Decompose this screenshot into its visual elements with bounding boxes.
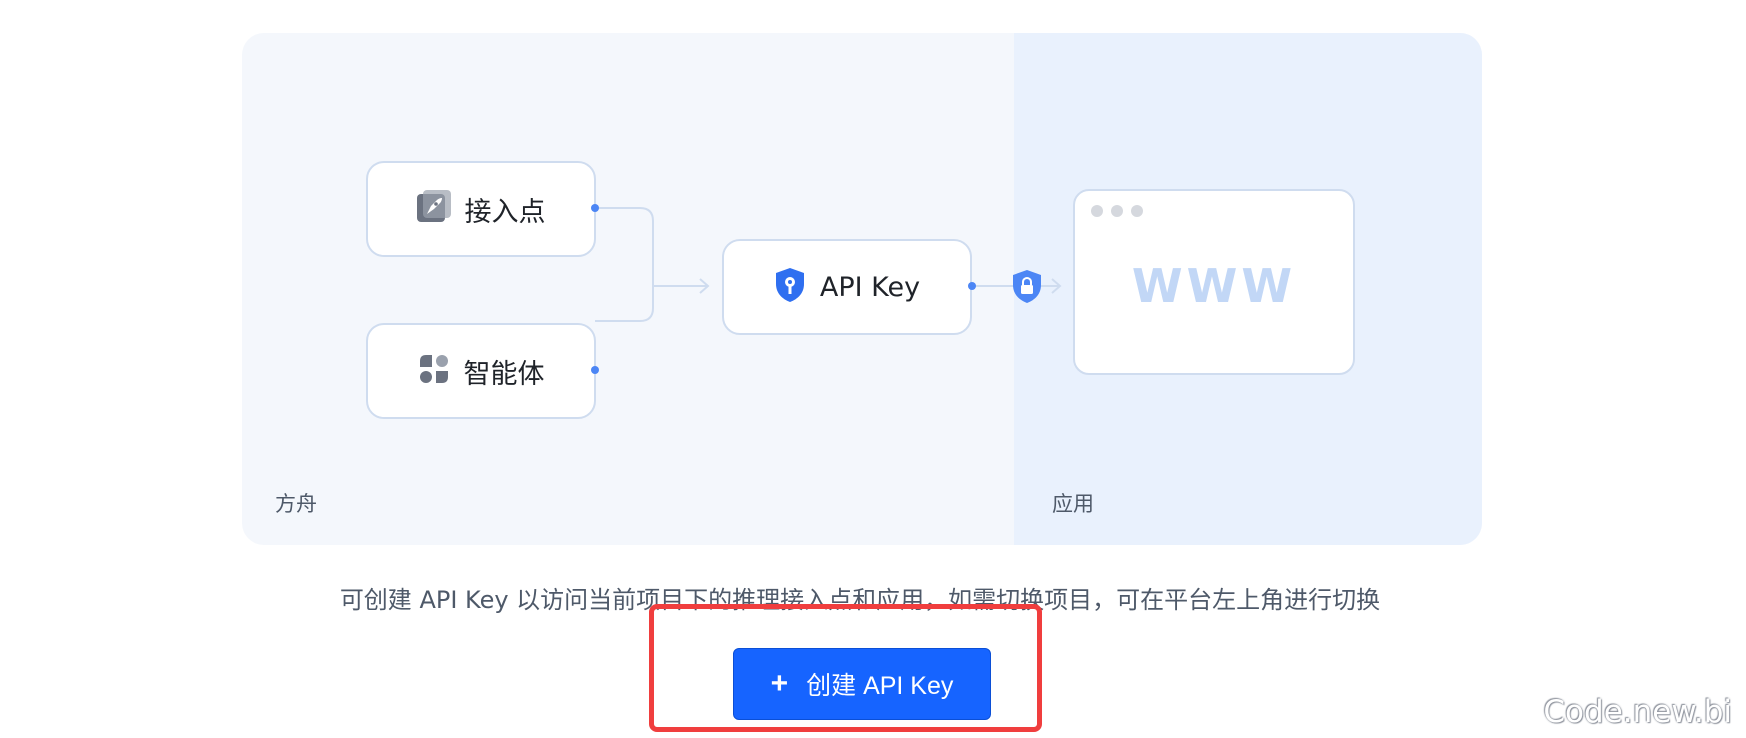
agent-node: 智能体	[366, 323, 596, 419]
api-key-diagram-panel: 接入点 智能体 API Key	[242, 33, 1482, 545]
agent-label: 智能体	[463, 358, 545, 390]
window-dot	[1131, 205, 1143, 217]
description-text: 可创建 API Key 以访问当前项目下的推理接入点和应用，如需切换项目，可在平…	[339, 586, 1381, 614]
browser-window-icon: WWW	[1073, 189, 1355, 375]
plus-icon: +	[770, 667, 789, 700]
api-key-label: API Key	[819, 271, 921, 303]
api-key-connector-dot	[968, 282, 976, 290]
www-text: WWW	[1131, 259, 1297, 313]
highlight-box	[649, 604, 1042, 732]
agent-connector-dot	[591, 366, 599, 374]
left-region-label: 方舟	[275, 492, 317, 516]
create-api-key-label: 创建 API Key	[806, 672, 954, 700]
four-squares-icon	[418, 353, 450, 389]
rocket-icon	[416, 190, 451, 228]
api-key-node: API Key	[722, 239, 972, 335]
endpoint-label: 接入点	[464, 196, 546, 228]
merge-connector-line	[595, 207, 654, 322]
window-controls	[1091, 205, 1143, 217]
endpoint-connector-dot	[591, 204, 599, 212]
endpoint-node: 接入点	[366, 161, 596, 257]
create-api-key-button[interactable]: + 创建 API Key	[733, 648, 991, 720]
shield-key-icon	[774, 267, 806, 307]
window-dot	[1111, 205, 1123, 217]
right-region-label: 应用	[1052, 492, 1094, 516]
watermark: Code.new.bi	[1543, 694, 1732, 730]
to-api-key-arrowhead	[699, 278, 710, 294]
window-dot	[1091, 205, 1103, 217]
